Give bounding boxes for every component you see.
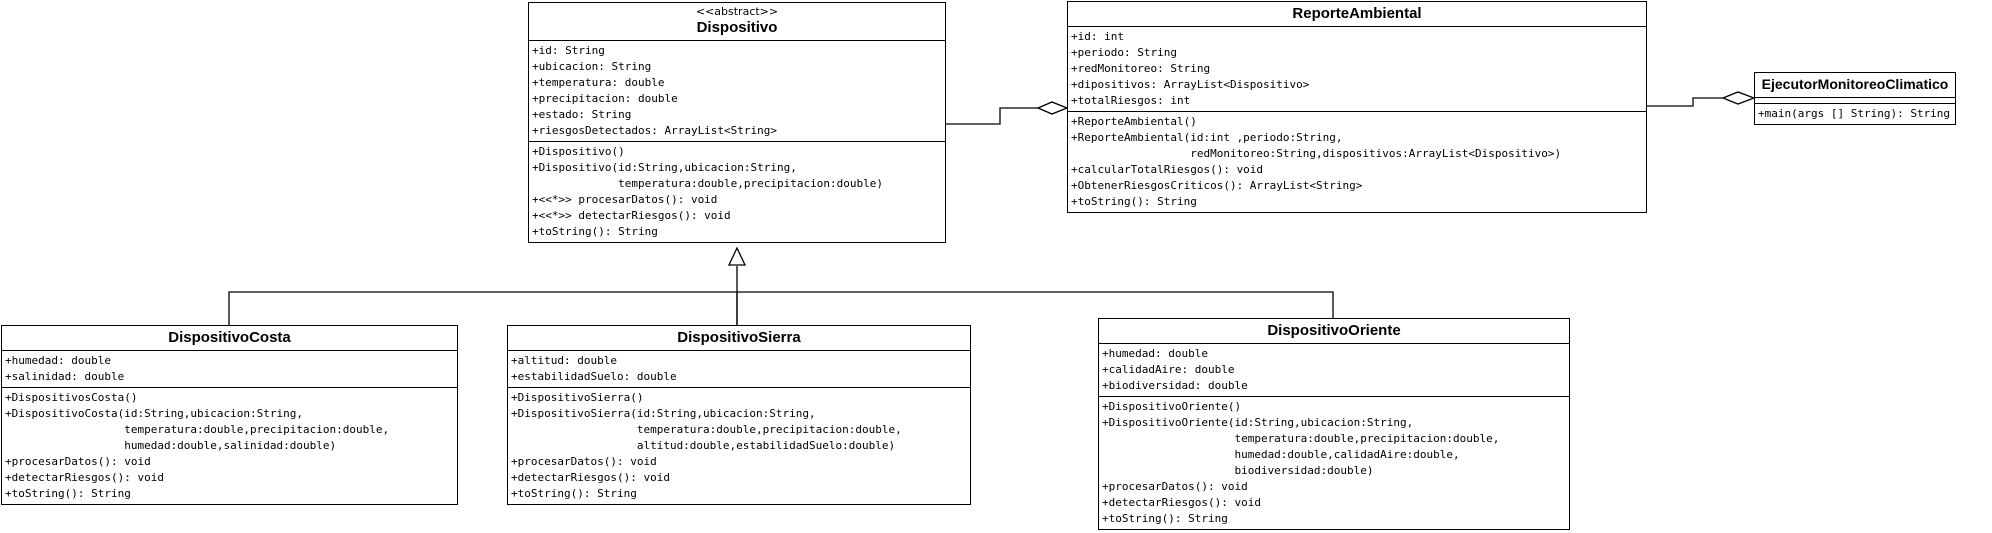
operations-section: +main(args [] String): String xyxy=(1755,103,1955,124)
aggregation-diamond-reporte xyxy=(1036,101,1069,115)
class-dispositivo-oriente[interactable]: DispositivoOriente +humedad: double +cal… xyxy=(1098,318,1570,530)
operation: +ObtenerRiesgosCriticos(): ArrayList<Str… xyxy=(1071,179,1363,192)
attribute: +estado: String xyxy=(532,108,632,121)
attribute: +riesgosDetectados: ArrayList<String> xyxy=(532,124,778,137)
inheritance-triangle xyxy=(727,246,747,266)
operation: +ReporteAmbiental(id:int ,periodo:String… xyxy=(1071,131,1343,144)
operation: temperatura:double,precipitacion:double) xyxy=(532,177,883,190)
class-ejecutor-monitoreo-climatico[interactable]: EjecutorMonitoreoClimatico +main(args []… xyxy=(1754,72,1956,125)
attribute: +temperatura: double xyxy=(532,76,665,89)
operation: +DispositivosCosta() xyxy=(5,391,138,404)
operations-section: +ReporteAmbiental() +ReporteAmbiental(id… xyxy=(1068,111,1646,212)
operation: +main(args [] String): String xyxy=(1758,107,1951,120)
operation: +<<*>> detectarRiesgos(): void xyxy=(532,209,731,222)
attribute: +humedad: double xyxy=(1102,347,1208,360)
operation: +procesarDatos(): void xyxy=(1102,480,1248,493)
attribute: +dipositivos: ArrayList<Dispositivo> xyxy=(1071,78,1310,91)
class-header: <<abstract>> Dispositivo xyxy=(529,3,945,41)
operation: +DispositivoOriente() xyxy=(1102,400,1242,413)
attribute: +id: String xyxy=(532,44,605,57)
attributes-section: +humedad: double +calidadAire: double +b… xyxy=(1099,344,1569,396)
class-dispositivo[interactable]: <<abstract>> Dispositivo +id: String +ub… xyxy=(528,2,946,243)
attribute: +ubicacion: String xyxy=(532,60,652,73)
attribute: +altitud: double xyxy=(511,354,617,367)
operation: +toString(): String xyxy=(1102,512,1228,525)
operation: +toString(): String xyxy=(5,487,131,500)
attributes-section: +id: int +periodo: String +redMonitoreo:… xyxy=(1068,27,1646,111)
operation: redMonitoreo:String,dispositivos:ArrayLi… xyxy=(1071,147,1562,160)
operation: +DispositivoCosta(id:String,ubicacion:St… xyxy=(5,407,304,420)
operation: +toString(): String xyxy=(532,225,658,238)
attribute: +precipitacion: double xyxy=(532,92,678,105)
operation: altitud:double,estabilidadSuelo:double) xyxy=(511,439,896,452)
class-header: DispositivoSierra xyxy=(508,326,970,351)
operation: +detectarRiesgos(): void xyxy=(5,471,164,484)
operation: +Dispositivo() xyxy=(532,145,625,158)
attribute: +id: int xyxy=(1071,30,1124,43)
operation: +detectarRiesgos(): void xyxy=(1102,496,1261,509)
operations-section: +DispositivoOriente() +DispositivoOrient… xyxy=(1099,396,1569,529)
operation: +DispositivoSierra() xyxy=(511,391,644,404)
operation: humedad:double,calidadAire:double, xyxy=(1102,448,1460,461)
class-name: DispositivoCosta xyxy=(168,329,291,346)
operation: +<<*>> procesarDatos(): void xyxy=(532,193,718,206)
attribute: +biodiversidad: double xyxy=(1102,379,1248,392)
operations-section: +Dispositivo() +Dispositivo(id:String,ub… xyxy=(529,141,945,242)
class-name: DispositivoSierra xyxy=(677,329,801,346)
attribute: +humedad: double xyxy=(5,354,111,367)
operation: +procesarDatos(): void xyxy=(5,455,151,468)
operation: temperatura:double,precipitacion:double, xyxy=(511,423,902,436)
attributes-section: +altitud: double +estabilidadSuelo: doub… xyxy=(508,351,970,387)
attribute: +calidadAire: double xyxy=(1102,363,1235,376)
operation: +ReporteAmbiental() xyxy=(1071,115,1197,128)
stereotype-label: <<abstract>> xyxy=(695,5,779,18)
class-name: ReporteAmbiental xyxy=(1292,5,1422,22)
operation: +detectarRiesgos(): void xyxy=(511,471,670,484)
operation: +toString(): String xyxy=(511,487,637,500)
operation: +DispositivoSierra(id:String,ubicacion:S… xyxy=(511,407,816,420)
operation: +Dispositivo(id:String,ubicacion:String, xyxy=(532,161,797,174)
operation: +toString(): String xyxy=(1071,195,1197,208)
operation: +calcularTotalRiesgos(): void xyxy=(1071,163,1264,176)
operation: temperatura:double,precipitacion:double, xyxy=(5,423,390,436)
class-header: DispositivoOriente xyxy=(1099,319,1569,344)
class-header: DispositivoCosta xyxy=(2,326,457,351)
attribute: +estabilidadSuelo: double xyxy=(511,370,677,383)
class-name: DispositivoOriente xyxy=(1267,322,1401,339)
attributes-section: +id: String +ubicacion: String +temperat… xyxy=(529,41,945,141)
attributes-section: +humedad: double +salinidad: double xyxy=(2,351,457,387)
class-dispositivo-costa[interactable]: DispositivoCosta +humedad: double +salin… xyxy=(1,325,458,505)
operation: +procesarDatos(): void xyxy=(511,455,657,468)
attribute: +salinidad: double xyxy=(5,370,125,383)
attribute: +periodo: String xyxy=(1071,46,1177,59)
class-header: EjecutorMonitoreoClimatico xyxy=(1755,73,1955,98)
attribute: +totalRiesgos: int xyxy=(1071,94,1191,107)
class-name: Dispositivo xyxy=(696,19,778,36)
operations-section: +DispositivoSierra() +DispositivoSierra(… xyxy=(508,387,970,504)
class-name: EjecutorMonitoreoClimatico xyxy=(1761,76,1949,92)
aggregation-line-dispositivo-reporte xyxy=(946,107,1038,125)
aggregation-diamond-ejecutor xyxy=(1721,91,1756,105)
inheritance-bus xyxy=(228,291,1334,325)
operation: +DispositivoOriente(id:String,ubicacion:… xyxy=(1102,416,1414,429)
operation: temperatura:double,precipitacion:double, xyxy=(1102,432,1500,445)
class-dispositivo-sierra[interactable]: DispositivoSierra +altitud: double +esta… xyxy=(507,325,971,505)
aggregation-line-reporte-ejecutor xyxy=(1647,97,1723,107)
attribute: +redMonitoreo: String xyxy=(1071,62,1211,75)
operation: biodiversidad:double) xyxy=(1102,464,1374,477)
class-reporte-ambiental[interactable]: ReporteAmbiental +id: int +periodo: Stri… xyxy=(1067,1,1647,213)
class-header: ReporteAmbiental xyxy=(1068,2,1646,27)
operation: humedad:double,salinidad:double) xyxy=(5,439,337,452)
operations-section: +DispositivosCosta() +DispositivoCosta(i… xyxy=(2,387,457,504)
